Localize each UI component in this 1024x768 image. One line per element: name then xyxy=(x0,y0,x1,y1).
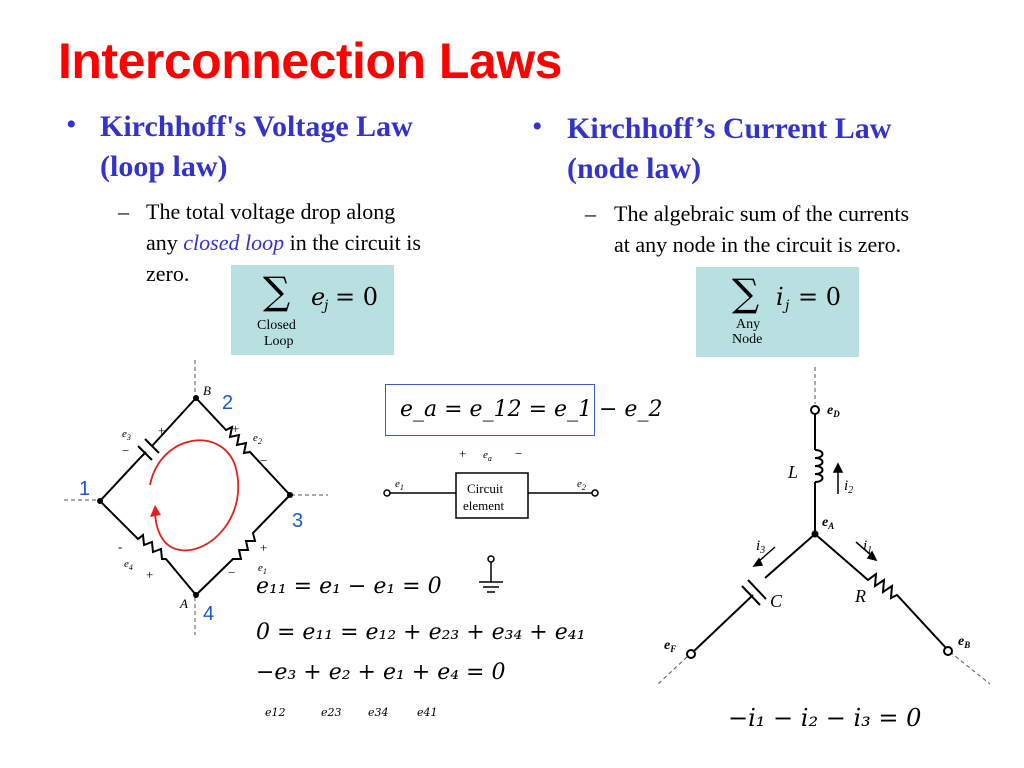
sum-symbol: ∑ xyxy=(263,269,291,313)
svg-text:i1: i1 xyxy=(863,538,872,556)
svg-text:eA: eA xyxy=(822,515,834,531)
kcl-rhs: = 0 xyxy=(798,283,842,311)
svg-text:Circuit: Circuit xyxy=(467,481,503,496)
svg-text:R: R xyxy=(854,586,866,606)
sub-label-e12: e12 xyxy=(265,706,286,719)
kvl-bullet: • xyxy=(66,108,77,141)
kvl-heading: Kirchhoff's Voltage Law (loop law) xyxy=(100,107,413,187)
kcl-sub: j xyxy=(785,298,790,314)
kvl-desc-line2: any closed loop in the circuit is xyxy=(146,227,526,258)
svg-text:e2: e2 xyxy=(577,478,586,492)
kvl-equation-line3: −e₃ + e₂ + e₁ + e₄ = 0 xyxy=(256,660,506,685)
kvl-desc-line3: zero. xyxy=(146,261,190,286)
svg-text:C: C xyxy=(770,591,783,611)
svg-text:+: + xyxy=(158,423,165,438)
kvl-desc-text: any xyxy=(146,230,184,255)
kvl-rhs: = 0 xyxy=(335,283,379,311)
svg-text:-: - xyxy=(118,539,122,554)
svg-text:e3: e3 xyxy=(122,428,131,442)
svg-text:A: A xyxy=(179,596,188,611)
node-number-4: 4 xyxy=(203,603,215,625)
svg-text:eD: eD xyxy=(827,403,840,419)
kcl-under-1: Any xyxy=(736,317,761,332)
kcl-desc-line2: at any node in the circuit is zero. xyxy=(614,232,902,257)
kcl-under-2: Node xyxy=(732,332,763,347)
closed-loop-emphasis: closed loop xyxy=(183,230,285,255)
svg-text:eB: eB xyxy=(958,634,970,650)
svg-text:−: − xyxy=(515,446,522,461)
kcl-heading: Kirchhoff’s Current Law (node law) xyxy=(567,109,891,189)
circuit-element-diagram: + ea − e1 e2 Circuit element xyxy=(383,446,599,593)
kcl-equation: −i₁ − i₂ − i₃ = 0 xyxy=(728,704,922,732)
svg-text:i2: i2 xyxy=(844,478,853,496)
svg-text:L: L xyxy=(787,462,798,482)
svg-text:B: B xyxy=(203,383,211,398)
svg-text:+: + xyxy=(146,567,153,582)
svg-text:i3: i3 xyxy=(756,538,765,556)
kvl-equation-line2: 0 = e₁₁ = e₁₂ + e₂₃ + e₃₄ + e₄₁ xyxy=(256,620,586,645)
svg-text:−: − xyxy=(228,565,235,580)
kvl-desc-line1: The total voltage drop along xyxy=(146,199,396,224)
svg-text:−: − xyxy=(260,453,267,468)
svg-text:+: + xyxy=(260,540,267,555)
svg-text:e4: e4 xyxy=(124,558,133,572)
svg-text:−: − xyxy=(122,443,129,458)
element-equation: e_a = e_12 = e_1 − e_2 xyxy=(400,397,663,422)
kvl-heading-line1: Kirchhoff's Voltage Law xyxy=(100,110,413,143)
kcl-formula-box: ∑ i j = 0 Any Node xyxy=(696,267,859,357)
svg-text:element: element xyxy=(463,498,505,513)
kcl-desc-line1: The algebraic sum of the currents xyxy=(614,201,910,226)
sub-label-e23: e23 xyxy=(321,706,342,719)
kcl-var: i xyxy=(776,283,784,311)
sub-label-e41: e41 xyxy=(417,706,438,719)
svg-text:e1: e1 xyxy=(395,478,404,492)
kvl-under-2: Loop xyxy=(264,334,294,349)
bridge-circuit-diagram: B A e3 e2 e1 e4 + − + − + − - + xyxy=(64,360,328,635)
element-equation-box: e_a = e_12 = e_1 − e_2 xyxy=(385,384,662,436)
kvl-sub: j xyxy=(324,298,329,314)
svg-text:+: + xyxy=(459,446,466,461)
svg-text:e1: e1 xyxy=(258,562,267,576)
kvl-heading-line2: (loop law) xyxy=(100,150,228,183)
node-number-1: 1 xyxy=(79,478,91,500)
kcl-dash: – xyxy=(585,201,596,226)
svg-text:eF: eF xyxy=(664,638,676,654)
sum-symbol-2: ∑ xyxy=(732,271,760,315)
kvl-var: e xyxy=(311,283,326,311)
kcl-heading-line1: Kirchhoff’s Current Law xyxy=(567,112,892,145)
svg-text:e2: e2 xyxy=(253,432,262,446)
kcl-description: The algebraic sum of the currents at any… xyxy=(614,198,1014,260)
kvl-desc-text-2: in the circuit is xyxy=(284,230,421,255)
svg-text:+: + xyxy=(232,421,239,436)
kcl-heading-line2: (node law) xyxy=(567,152,702,185)
kvl-under-1: Closed xyxy=(257,318,296,333)
node-number-2: 2 xyxy=(222,392,234,414)
kvl-equation-line1: e₁₁ = e₁ − e₁ = 0 xyxy=(256,574,442,599)
kvl-formula-box: ∑ e j = 0 Closed Loop xyxy=(231,265,394,355)
slide-title: Interconnection Laws xyxy=(58,33,562,89)
node-number-3: 3 xyxy=(292,510,304,532)
kcl-bullet: • xyxy=(532,110,543,143)
svg-text:ea: ea xyxy=(483,449,492,463)
sub-label-e34: e34 xyxy=(368,706,389,719)
node-circuit-diagram: eD eA eF eB L i2 i3 i1 C R xyxy=(657,367,991,685)
kvl-dash: – xyxy=(118,199,129,224)
kvl-description: The total voltage drop along any closed … xyxy=(146,196,526,289)
